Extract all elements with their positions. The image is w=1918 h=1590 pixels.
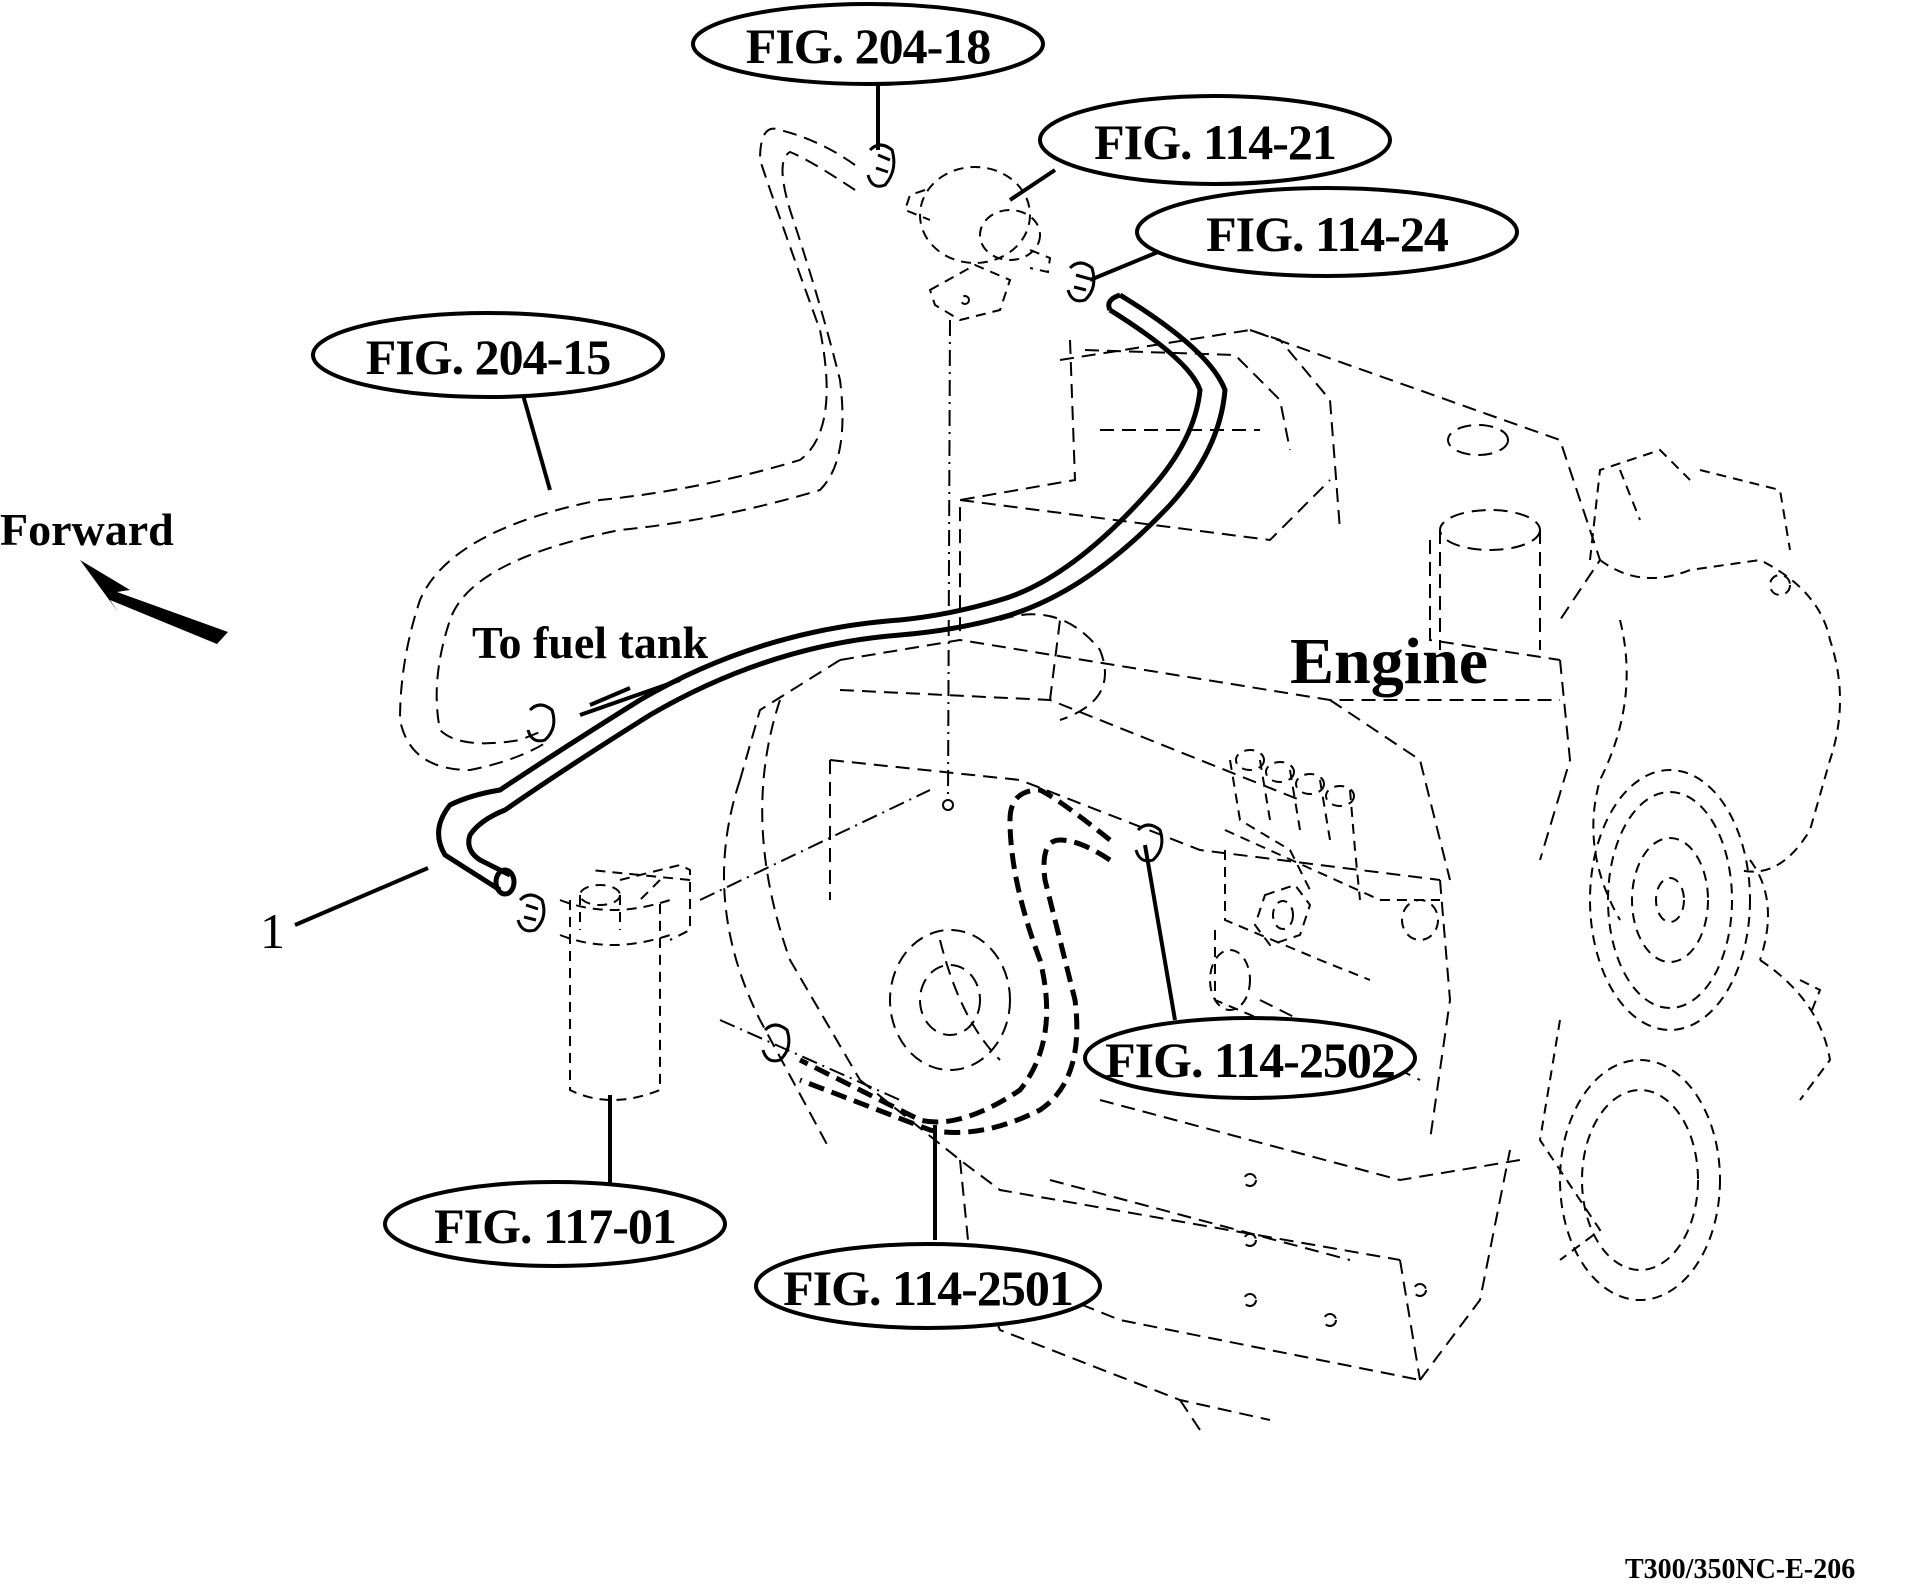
hose-clamp-icon xyxy=(516,893,546,933)
callout-label: FIG. 114-24 xyxy=(1206,206,1449,262)
callout-fig-117-01[interactable]: FIG. 117-01 xyxy=(383,1180,727,1268)
callout-label: FIG. 114-2502 xyxy=(1105,1032,1395,1088)
callout-label: FIG. 204-18 xyxy=(746,18,991,74)
callout-fig-114-2502[interactable]: FIG. 114-2502 xyxy=(1083,1016,1417,1100)
hose-clamp-icon xyxy=(1066,261,1096,303)
injection-pump xyxy=(1209,749,1440,1041)
alignment-lines xyxy=(699,319,951,1101)
callout-label: FIG. 114-2501 xyxy=(783,1260,1073,1316)
fuel-filter xyxy=(559,863,691,1101)
forward-arrow-icon xyxy=(80,560,228,644)
hose-clamp-icon xyxy=(866,143,896,188)
forward-label: Forward xyxy=(0,504,174,555)
fan-assembly xyxy=(1538,448,1841,1301)
callout-label: FIG. 114-21 xyxy=(1094,114,1336,170)
to-fuel-tank-label: To fuel tank xyxy=(472,617,708,668)
part-number-label: 1 xyxy=(260,903,285,959)
callout-fig-114-21[interactable]: FIG. 114-21 xyxy=(1038,94,1392,186)
return-hose-dashed xyxy=(398,127,856,772)
callout-fig-204-15[interactable]: FIG. 204-15 xyxy=(311,311,665,399)
lower-hose-dashed xyxy=(798,787,1112,1135)
leader-lines xyxy=(294,80,1177,1240)
callout-fig-114-2501[interactable]: FIG. 114-2501 xyxy=(754,1242,1102,1330)
engine-label: Engine xyxy=(1290,625,1488,698)
mount-point xyxy=(942,799,954,811)
hose-clamp-icon xyxy=(1134,823,1164,863)
fuel-hose-part-1 xyxy=(436,292,1228,897)
engine-outline xyxy=(723,328,1602,1431)
callout-fig-204-18[interactable]: FIG. 204-18 xyxy=(691,2,1045,86)
hose-clamp-icon xyxy=(526,703,556,743)
callout-label: FIG. 204-15 xyxy=(366,329,611,385)
drawing-code: T300/350NC-E-206 xyxy=(1625,1554,1855,1585)
hose-clamp-icon xyxy=(761,1023,791,1063)
feed-pump xyxy=(903,166,1052,322)
callout-fig-114-24[interactable]: FIG. 114-24 xyxy=(1135,186,1519,278)
callout-label: FIG. 117-01 xyxy=(434,1198,676,1254)
